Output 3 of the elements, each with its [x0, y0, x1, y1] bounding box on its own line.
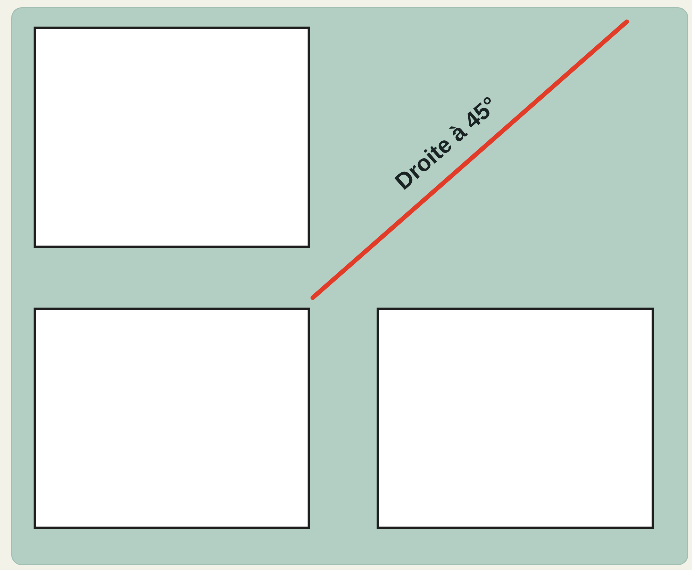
frame-box [34, 308, 310, 530]
frame-box [34, 26, 310, 248]
frame-box [376, 308, 654, 530]
